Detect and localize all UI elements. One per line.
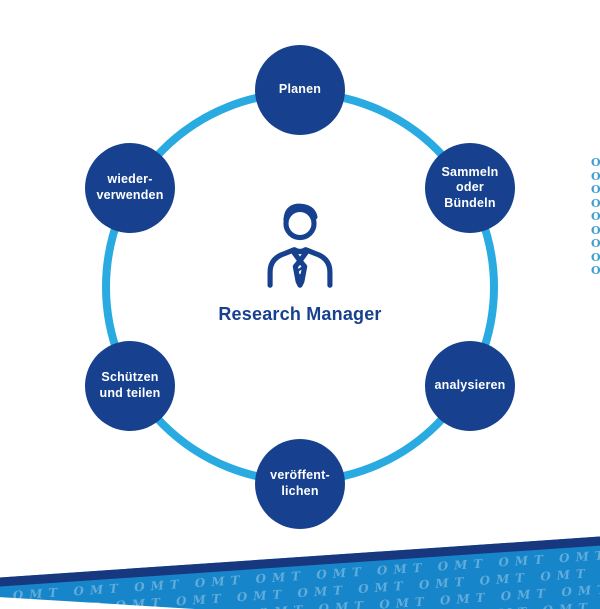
cycle-node-sammeln-oder-buendeln: Sammeln oder Bündeln <box>425 143 515 233</box>
cycle-node-schuetzen-und-teilen: Schützen und teilen <box>85 341 175 431</box>
person-icon <box>267 203 333 288</box>
center-title: Research Manager <box>218 304 382 324</box>
edge-glyph-fragment: OMT <box>591 223 600 237</box>
node-label-sammeln-oder-buendeln: Sammeln oder Bündeln <box>441 164 499 210</box>
edge-glyph-fragment: OMT <box>591 210 600 223</box>
cycle-node-analysieren: analysieren <box>425 341 515 431</box>
node-label-planen: Planen <box>278 82 322 97</box>
edge-glyph-fragment: OMT <box>591 250 600 264</box>
node-label-veroeffentlichen: veröffent- lichen <box>270 468 330 498</box>
edge-glyph-fragment: OMT <box>591 169 600 183</box>
edge-glyph-fragment: OMT <box>591 196 600 210</box>
edge-glyph-fragment: OMT <box>591 183 600 196</box>
node-label-schuetzen-und-teilen: Schützen und teilen <box>99 370 161 400</box>
cycle-node-wiederverwenden: wieder- verwenden <box>85 143 175 233</box>
right-edge-pattern: OMTOMTOMTOMTOMTOMTOMTOMTOMT <box>591 156 600 280</box>
center-group: Research Manager <box>180 198 420 325</box>
node-label-wiederverwenden: wieder- verwenden <box>96 172 164 202</box>
cycle-node-veroeffentlichen: veröffent- lichen <box>255 439 345 529</box>
cycle-node-planen: Planen <box>255 45 345 135</box>
footer-band: OMT OMT OMT OMT OMT OMT OMT OMT OMT OMT … <box>0 533 600 609</box>
edge-glyph-fragment: OMT <box>591 264 600 277</box>
node-label-analysieren: analysieren <box>434 378 506 393</box>
edge-glyph-fragment: OMT <box>591 237 600 250</box>
edge-glyph-fragment: OMT <box>591 156 600 169</box>
